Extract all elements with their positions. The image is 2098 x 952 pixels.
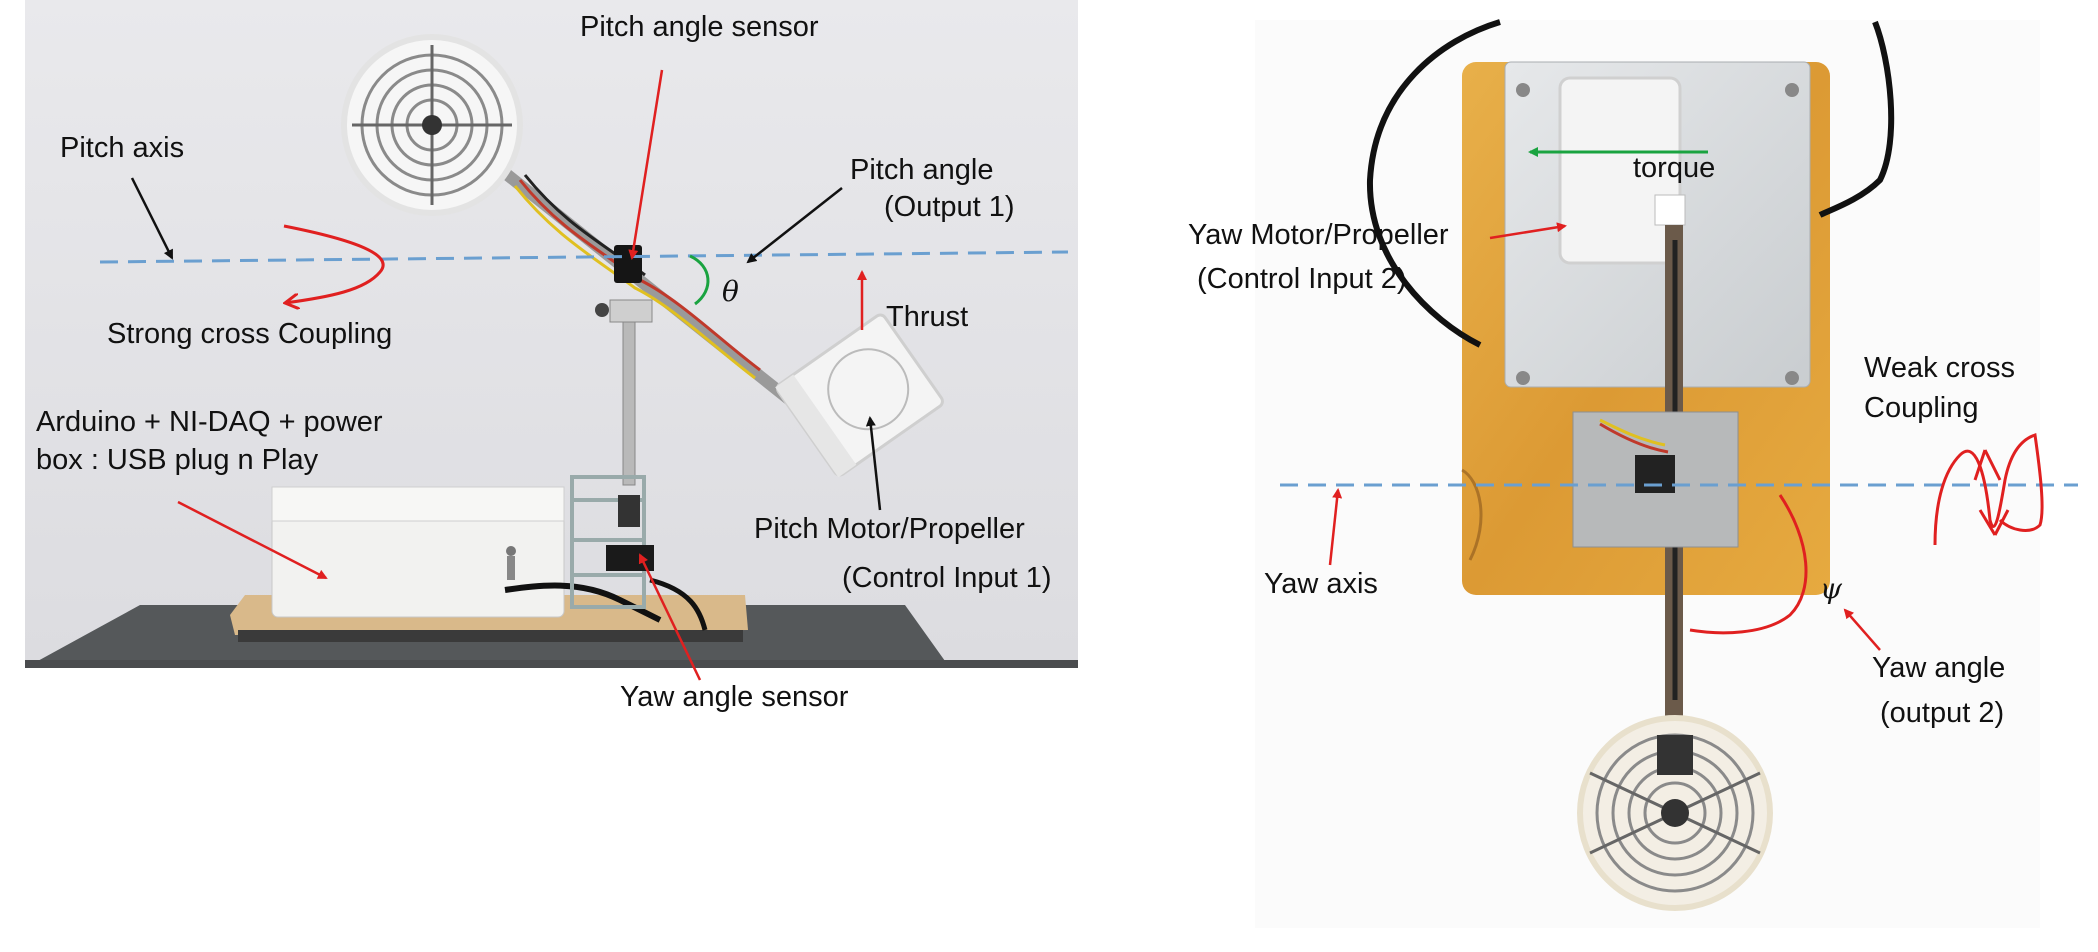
pitch-motor-label-line1: Pitch Motor/Propeller [754,513,1025,545]
pitch-sensor-icon [614,245,642,283]
weak-cross-label-line2: Coupling [1864,392,1979,424]
weak-coupling-curve [1933,433,2044,546]
strong-coupling-curve [284,224,385,303]
yaw-angle-arrow [1843,608,1881,651]
yaw-axis-label: Yaw axis [1264,568,1378,600]
pitch-angle-label-line2: (Output 1) [884,191,1015,223]
yaw-axis-arrow [1328,488,1343,566]
psi-symbol: ψ [1820,572,1842,605]
pitch-angle-sensor-label: Pitch angle sensor [580,11,819,43]
yaw-motor-icon [1558,76,1682,265]
fan-guard-icon [341,34,523,216]
strong-cross-coupling-label: Strong cross Coupling [107,318,393,350]
psi-arc [1689,494,1808,635]
pitch-axis-arrow [130,177,174,260]
weak-cross-label-line1: Weak cross [1864,352,2015,384]
pitch-axis-line [99,250,1069,264]
pitch-axis-label: Pitch axis [60,132,185,164]
arduino-arrow [177,500,328,580]
pitch-sensor-arrow [628,69,664,260]
yaw-fan-guard-icon [1577,715,1773,911]
annotations [99,69,2078,681]
yaw-motor-label-line2: (Control Input 2) [1197,263,1407,295]
pitch-angle-label-line1: Pitch angle [850,154,994,186]
arduino-label-line1: Arduino + NI-DAQ + power [36,406,383,438]
yaw-angle-sensor-label: Yaw angle sensor [620,681,849,713]
theta-symbol: θ [722,275,739,308]
yaw-sensor-bracket-icon [1635,455,1675,493]
pitch-motor-arrow [865,416,882,511]
theta-arc [689,254,710,306]
yaw-sensor-arrow [638,553,702,681]
thrust-label: Thrust [886,301,969,333]
torque-label: torque [1633,152,1716,184]
pitch-view-photo [25,0,1078,668]
pitch-motor-label-line2: (Control Input 1) [842,562,1052,594]
yaw-angle-label-line2: (output 2) [1880,697,2005,729]
pitch-angle-arrow [746,187,843,264]
arduino-label-line2: box : USB plug n Play [36,444,319,476]
yaw-motor-label-line1: Yaw Motor/Propeller [1188,219,1449,251]
pitch-motor-icon [775,313,944,478]
yaw-motor-arrow [1489,222,1567,240]
electronics-box [271,486,662,623]
yaw-angle-label-line1: Yaw angle [1872,652,2006,684]
